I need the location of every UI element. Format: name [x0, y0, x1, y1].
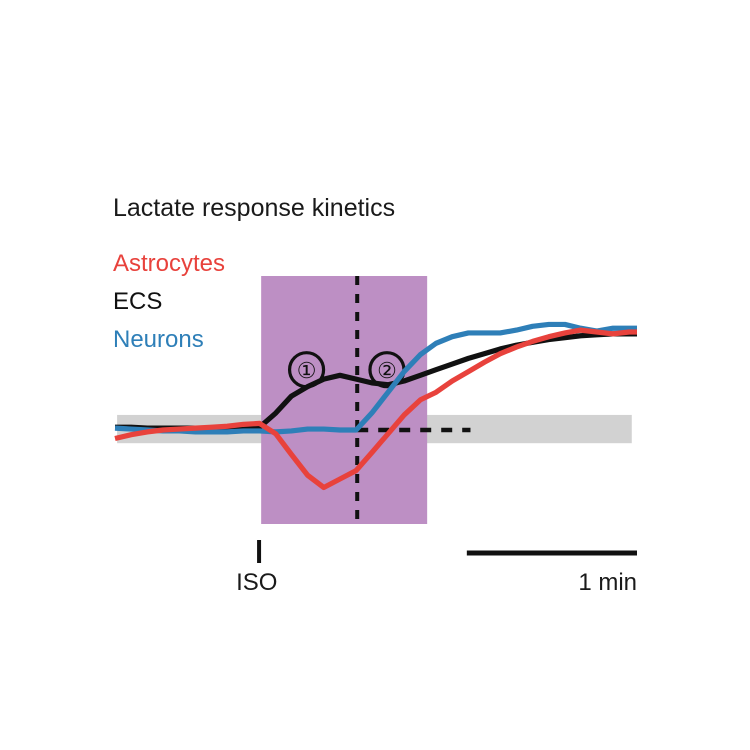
trace-astrocytes: [114, 327, 637, 491]
iso-stimulus-label: ISO: [236, 569, 277, 596]
phase-one-label: ①: [297, 358, 317, 383]
legend-item-ecs: ECS: [113, 288, 162, 315]
figure-title: Lactate response kinetics: [113, 194, 395, 222]
trace-neurons: [114, 321, 637, 435]
legend-item-neurons: Neurons: [113, 326, 204, 353]
legend-item-astrocytes: Astrocytes: [113, 250, 225, 277]
scalebar-label: 1 min: [578, 569, 637, 596]
phase-two-label: ②: [377, 358, 397, 383]
